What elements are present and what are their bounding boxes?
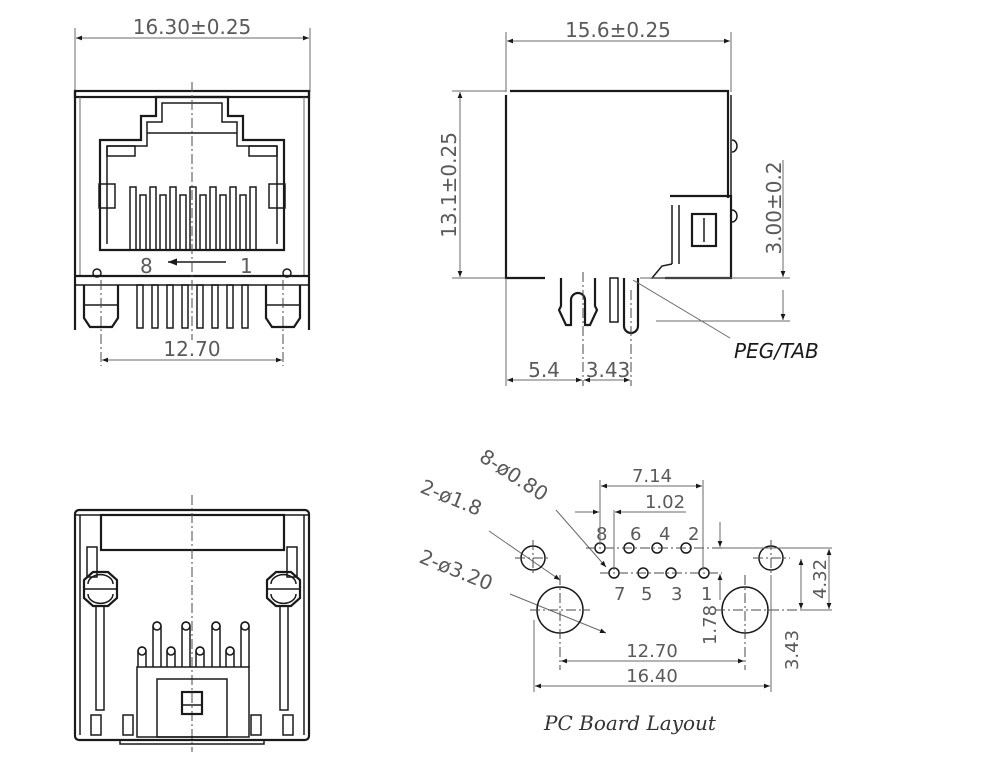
side-height-dim: 13.1±0.25 [437,132,461,238]
offset-dim-3-43: 3.43 [586,358,631,382]
pin-length-dim: 3.00±0.2 [762,161,786,254]
dim-1-78: 1.78 [700,605,721,645]
dim-12-70: 12.70 [626,641,678,662]
small-hole-spec: 2-ø1.8 [417,474,485,520]
pin-holes [586,542,722,579]
pin-label-2: 2 [688,524,699,545]
dim-1-02: 1.02 [645,492,685,513]
pin-1-label: 1 [240,254,253,278]
offset-dim-5-4: 5.4 [528,358,560,382]
front-width-dim: 16.30±0.25 [133,15,252,39]
bottom-pins [137,621,250,667]
pcb-layout-caption: PC Board Layout [543,711,717,735]
pin-8-label: 8 [140,254,153,278]
solder-pins [136,284,249,329]
pin-hole-spec: 8-ø0.80 [475,444,552,506]
contact-fingers [129,186,257,251]
large-hole-spec: 2-ø3.20 [416,544,496,595]
pcb-layout: 8-ø0.80 2-ø1.8 2-ø3.20 [416,444,832,735]
pin-label-1: 1 [701,584,712,605]
pin-label-5: 5 [641,584,652,605]
side-view: 15.6±0.25 13.1±0.25 3.00±0.2 PEG/TAB [437,18,819,386]
front-pitch-dim: 12.70 [163,337,220,361]
pin-label-6: 6 [630,524,641,545]
dim-3-43: 3.43 [782,630,803,670]
side-width-dim: 15.6±0.25 [565,18,671,42]
dim-16-40: 16.40 [626,666,678,687]
pin-label-4: 4 [659,524,670,545]
dim-7-14: 7.14 [632,466,672,487]
peg-tab-callout: PEG/TAB [734,339,819,363]
dim-4-32: 4.32 [810,559,831,599]
front-view: 16.30±0.25 [73,15,311,366]
pin-label-7: 7 [614,584,625,605]
bottom-view [73,495,311,752]
pin-label-3: 3 [671,584,682,605]
pin-label-8: 8 [596,524,607,545]
